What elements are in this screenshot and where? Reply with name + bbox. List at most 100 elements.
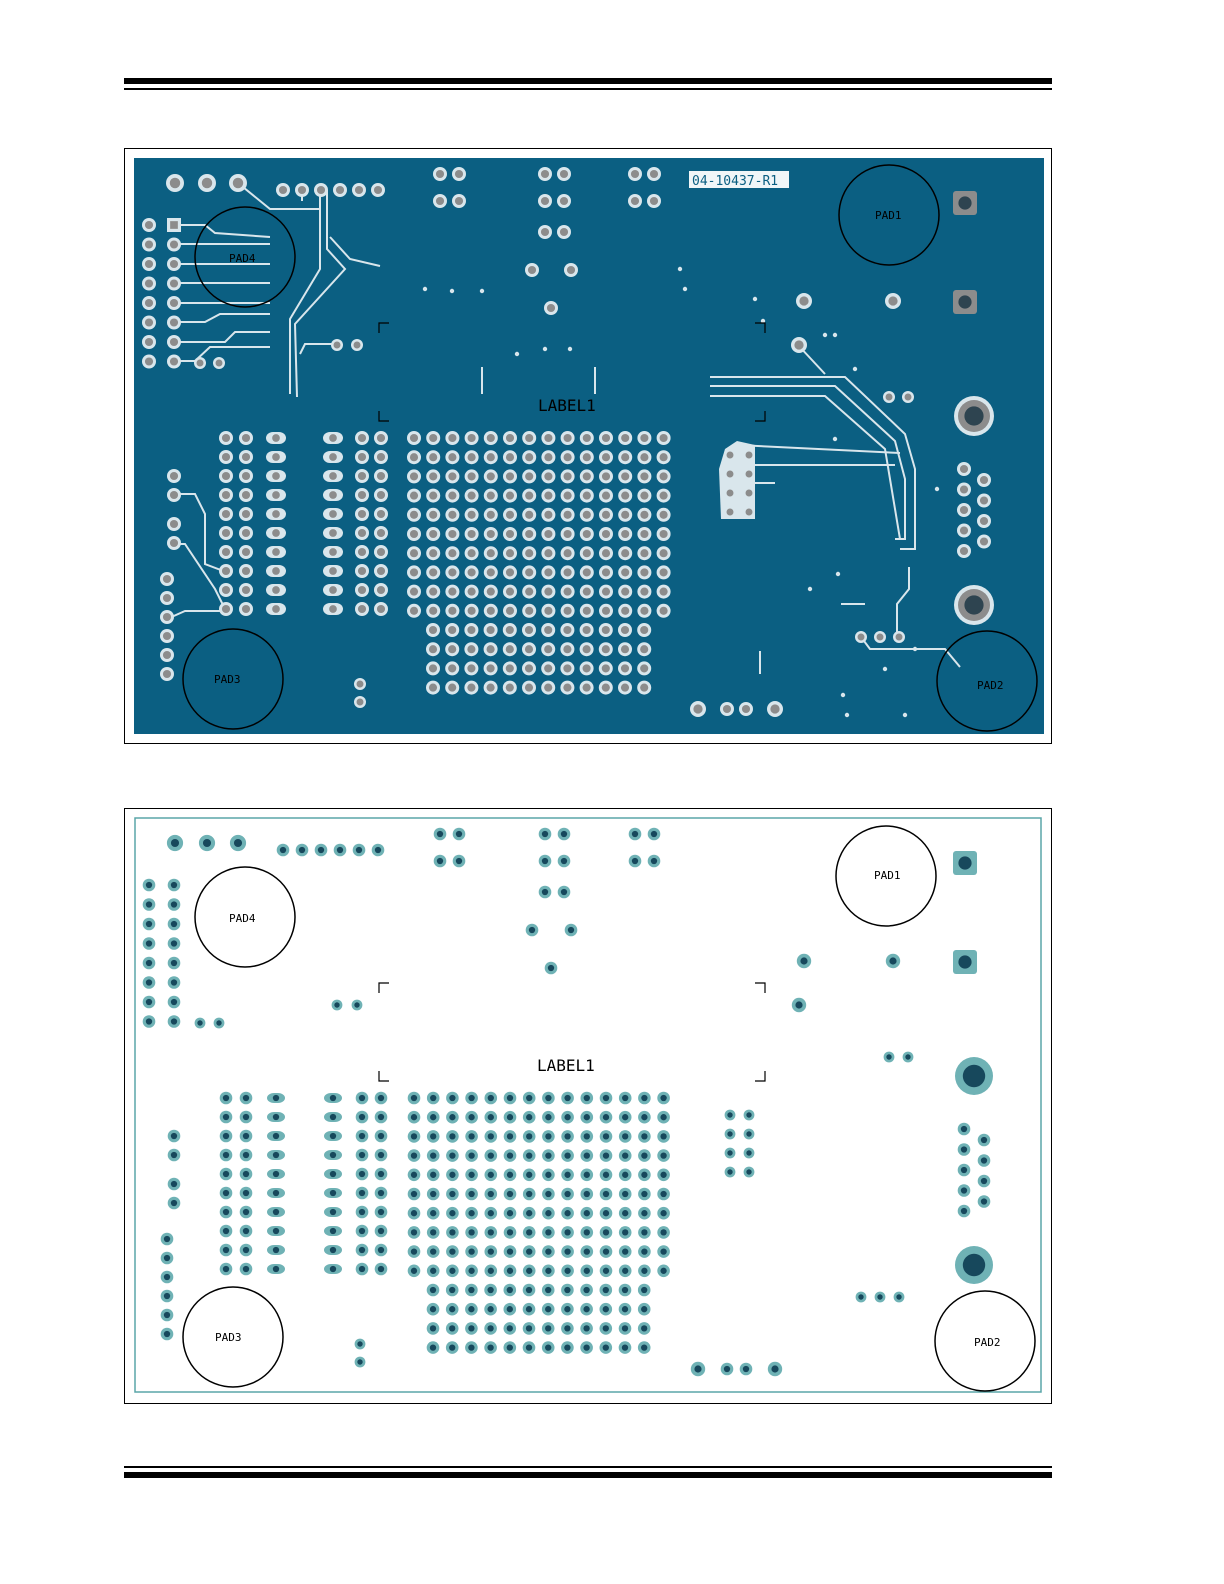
- via-96-drill: [272, 453, 280, 461]
- via-297-drill: [583, 645, 591, 653]
- via-53-drill: [905, 1054, 910, 1059]
- via-119-drill: [358, 510, 366, 518]
- via-41-drill: [651, 858, 657, 864]
- via-178-drill: [660, 1133, 666, 1139]
- via-138-drill: [429, 434, 437, 442]
- via-261-drill: [641, 1248, 647, 1254]
- via-295-drill: [544, 645, 552, 653]
- via-314-drill: [448, 684, 456, 692]
- via-89-drill: [242, 510, 250, 518]
- via-104-drill: [272, 605, 280, 613]
- via-150-drill: [660, 434, 668, 442]
- via-233-drill: [641, 1210, 647, 1216]
- via-189-drill: [603, 1152, 609, 1158]
- via-156-drill: [507, 1114, 513, 1120]
- via-70-drill: [163, 594, 171, 602]
- via-267-drill: [487, 607, 495, 615]
- via-189-drill: [602, 492, 610, 500]
- via-251-drill: [448, 588, 456, 596]
- via-67-drill: [171, 1181, 177, 1187]
- via-107-drill: [329, 472, 337, 480]
- via-278-drill: [448, 626, 456, 634]
- via-15-drill: [145, 318, 153, 326]
- via-93-drill: [242, 586, 250, 594]
- via-309-drill: [583, 664, 591, 672]
- via-9-drill: [375, 847, 381, 853]
- via-73-drill: [163, 651, 171, 659]
- via-106-drill: [329, 453, 337, 461]
- via-265-drill: [449, 1268, 455, 1274]
- via-268-drill: [506, 607, 514, 615]
- via-112-drill: [329, 567, 337, 575]
- via-155-drill: [487, 453, 495, 461]
- via-215-drill: [564, 1191, 570, 1197]
- via-147-drill: [602, 434, 610, 442]
- via-220-drill: [660, 530, 668, 538]
- via-253-drill: [487, 588, 495, 596]
- via-50-drill: [889, 957, 896, 964]
- via-153-drill: [449, 1114, 455, 1120]
- via-62-drill: [980, 496, 988, 504]
- via-32-drill: [542, 831, 548, 837]
- via-78-drill: [222, 491, 230, 499]
- via-237-drill: [448, 568, 456, 576]
- via-242-drill: [544, 568, 552, 576]
- pad4-label: PAD4: [229, 252, 256, 265]
- via-77-drill: [223, 1133, 229, 1139]
- via-61-drill: [980, 476, 988, 484]
- via-332-drill: [746, 1169, 751, 1174]
- micro-via-12: [833, 333, 837, 337]
- via-159-drill: [564, 453, 572, 461]
- via-313-drill: [430, 1344, 436, 1350]
- via-21-drill: [171, 940, 177, 946]
- via-333-drill: [858, 634, 865, 641]
- via-203-drill: [603, 1172, 609, 1178]
- via-157-drill: [526, 1114, 532, 1120]
- via-5-drill: [299, 847, 305, 853]
- via-256-drill: [545, 1248, 551, 1254]
- via-55-drill: [963, 1254, 985, 1276]
- via-175-drill: [602, 472, 610, 480]
- via-214-drill: [544, 530, 552, 538]
- micro-via-14: [833, 437, 837, 441]
- via-26-drill: [197, 1020, 202, 1025]
- via-133-drill: [377, 586, 385, 594]
- via-211-drill: [487, 530, 495, 538]
- via-66-drill: [171, 1152, 177, 1158]
- via-233-drill: [640, 549, 648, 557]
- via-176-drill: [622, 1133, 628, 1139]
- via-182-drill: [468, 1152, 474, 1158]
- micro-via-13: [853, 367, 857, 371]
- via-177-drill: [641, 1133, 647, 1139]
- via-73-drill: [164, 1312, 170, 1318]
- via-9-drill: [374, 186, 382, 194]
- micro-via-3: [480, 289, 484, 293]
- via-22-drill: [170, 299, 178, 307]
- via-193-drill: [410, 511, 418, 519]
- via-164-drill: [660, 1114, 666, 1120]
- via-105-drill: [329, 434, 337, 442]
- via-74-drill: [164, 1331, 170, 1337]
- via-291-drill: [467, 645, 475, 653]
- via-200-drill: [544, 511, 552, 519]
- via-87-drill: [243, 1133, 249, 1139]
- via-24-drill: [170, 338, 178, 346]
- via-240-drill: [506, 568, 514, 576]
- via-28-drill: [437, 831, 443, 837]
- via-224-drill: [468, 549, 476, 557]
- via-190-drill: [622, 1152, 628, 1158]
- via-153-drill: [448, 453, 456, 461]
- via-63-drill: [981, 1178, 987, 1184]
- via-115-drill: [358, 434, 366, 442]
- via-199-drill: [525, 511, 533, 519]
- via-331-drill: [746, 490, 753, 497]
- via-51-drill: [795, 1001, 802, 1008]
- via-124-drill: [358, 605, 366, 613]
- via-166-drill: [429, 472, 437, 480]
- via-82-drill: [223, 1228, 229, 1234]
- via-108-drill: [330, 1152, 336, 1158]
- via-239-drill: [488, 1229, 494, 1235]
- via-305-drill: [507, 1325, 513, 1331]
- via-7-drill: [336, 186, 344, 194]
- via-292-drill: [487, 645, 495, 653]
